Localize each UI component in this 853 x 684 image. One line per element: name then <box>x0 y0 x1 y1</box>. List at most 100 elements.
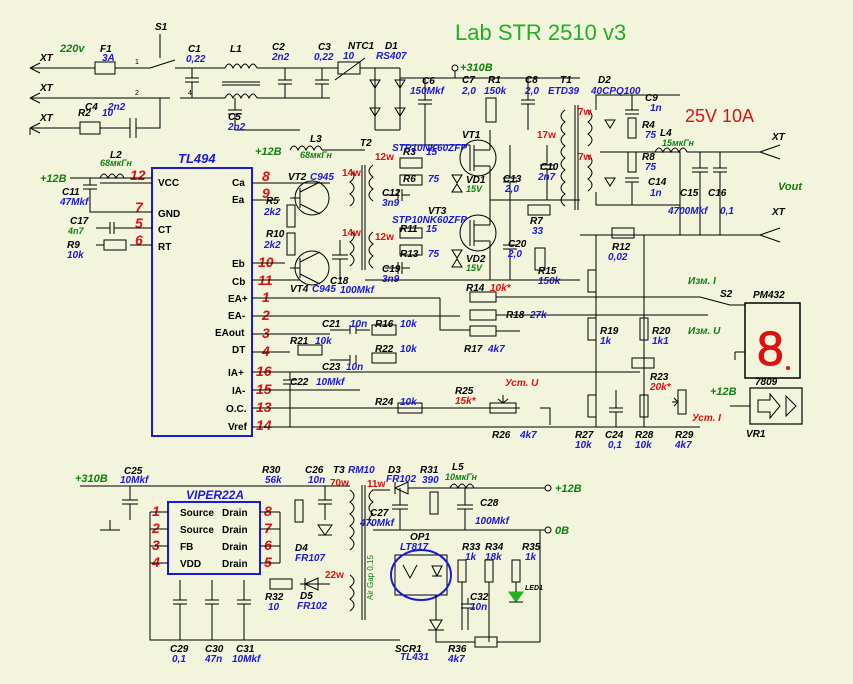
r24-val: 10k <box>400 397 417 408</box>
l1-ref: L1 <box>230 44 242 55</box>
tl494-pin-num: 2 <box>261 307 270 323</box>
c21-val: 10n <box>350 319 367 330</box>
r14-val: 10k* <box>490 283 512 294</box>
s2-label: S2 <box>720 289 733 300</box>
t1-winding-sec1: 7w <box>578 107 592 118</box>
c12-ref: C12 <box>382 188 401 199</box>
tl494-pin-num: 16 <box>256 363 272 379</box>
aux-supply: +310B C25 10Mkf VIPER22A 1 Source 2 Sour… <box>75 465 400 665</box>
op1-ref: OP1 <box>410 532 430 543</box>
tl494-pin-label: DT <box>232 345 245 356</box>
t1-winding-sec2: 7w <box>578 152 592 163</box>
xt1-label: XT <box>39 53 54 64</box>
r34-val: 18k <box>485 552 502 563</box>
tl494-pin-num: 15 <box>256 381 272 397</box>
r8-ref: R8 <box>642 152 655 163</box>
l2-ref: L2 <box>110 150 122 161</box>
l4-val: 15мкГн <box>662 138 695 148</box>
c20-val: 2,0 <box>507 249 522 260</box>
tl494-pin-label: O.C. <box>226 404 247 415</box>
v12-net-a: +12B <box>40 173 67 185</box>
c23-ref: C23 <box>322 362 341 373</box>
l5-val: 10мкГн <box>445 472 478 482</box>
r35-val: 1k <box>525 552 537 563</box>
tl494-left-pins: 12 VCC 7 GND 5 CT 6 RT <box>130 167 180 253</box>
driver-stage: +12B L3 68мкГн VT2 C945 VT4 C945 R5 2k2 … <box>255 134 376 296</box>
t2-ref: T2 <box>360 138 372 149</box>
op1-val: LT817 <box>400 542 429 553</box>
d3-ref: D3 <box>388 465 401 476</box>
tl494-pin-label: Ea <box>232 195 245 206</box>
tl494-block: TL494 12 VCC 7 GND 5 CT 6 RT 8 Ca 9 Ea 1… <box>40 150 640 437</box>
d5-ref: D5 <box>300 591 313 602</box>
r10-ref: R10 <box>266 229 285 240</box>
c13-ref: C13 <box>503 174 522 185</box>
c32-ref: C32 <box>470 592 489 603</box>
mode-u-label: Изм. U <box>688 326 721 337</box>
output-rating: 25V 10A <box>685 106 754 126</box>
c24-val: 0,1 <box>608 440 622 451</box>
viper-pin-num: 1 <box>152 503 160 519</box>
c7-ref: C7 <box>462 75 475 86</box>
vt3-ref: VT3 <box>428 206 447 217</box>
c26-val: 10n <box>308 475 325 486</box>
air-gap-label: Air Gap 0.15 <box>366 555 375 600</box>
viper-pin-num: 8 <box>264 503 272 519</box>
s1-pin1: 1 <box>135 59 139 66</box>
c6-ref: C6 <box>422 76 435 87</box>
r17-val: 4k7 <box>487 344 505 355</box>
viper-name: VIPER22A <box>186 488 244 502</box>
c19-ref: C19 <box>382 264 401 275</box>
r25-ref: R25 <box>455 386 474 397</box>
r23-val: 20k* <box>649 382 672 393</box>
t2-winding-d: 12w <box>375 232 394 243</box>
t1-winding-prim: 17w <box>537 130 556 141</box>
vd2-ref: VD2 <box>466 254 486 265</box>
vout-label: Vout <box>778 181 803 193</box>
tl494-pin-num: 13 <box>256 399 272 415</box>
t2-winding-b: 14w <box>342 228 361 239</box>
meter-name: PM432 <box>753 290 785 301</box>
c1-ref: C1 <box>188 44 201 55</box>
set-u-label: Уст. U <box>505 378 539 389</box>
mains-input: XT XT XT 220v F1 3A R2 10 C4 2n2 S1 1 2 … <box>29 22 407 138</box>
vt2-ref: VT2 <box>288 172 307 183</box>
c5-val: 2n2 <box>227 122 246 133</box>
t3-val: RM10 <box>348 465 375 476</box>
d4-ref: D4 <box>295 543 308 554</box>
c20-ref: C20 <box>508 239 527 250</box>
r27-val: 10k <box>575 440 592 451</box>
r26-val: 4k7 <box>519 430 537 441</box>
viper-pin-label: Source <box>180 508 214 519</box>
tl494-pin-num: 3 <box>262 325 270 341</box>
tl494-pin-num: 8 <box>262 168 270 184</box>
scr1-ref: SCR1 <box>395 644 422 655</box>
c6-val: 150Mkf <box>410 86 446 97</box>
r6-val: 75 <box>428 174 440 185</box>
c30-ref: C30 <box>205 644 224 655</box>
c18-ref: C18 <box>330 276 349 287</box>
meter-body <box>744 302 801 379</box>
hv-net-label: +310B <box>460 62 493 74</box>
s1-pin2: 2 <box>135 90 139 97</box>
c9-val: 1n <box>650 103 662 114</box>
c3-ref: C3 <box>318 42 331 53</box>
viper-pin-num: 3 <box>152 537 160 553</box>
r23-ref: R23 <box>650 372 669 383</box>
t1-transformer: T1 ETD39 17w 7w 7w <box>537 75 593 210</box>
viper-pin-label: VDD <box>180 559 201 570</box>
tl494-pin-label: IA- <box>232 386 245 397</box>
meter-section: R19 1k R20 1k1 Изм. I Изм. U S2 PM432 8 … <box>575 235 803 451</box>
l3-val: 68мкГн <box>300 150 333 160</box>
r17-ref: R17 <box>464 344 483 355</box>
viper-pin-label: FB <box>180 542 193 553</box>
tl494-pin-num: 7 <box>135 199 144 215</box>
t3-winding-aux: 22w <box>325 570 344 581</box>
viper-pin-num: 2 <box>151 520 160 536</box>
d2-val: 40CPQ100 <box>590 86 641 97</box>
viper-pin-label: Drain <box>222 542 248 553</box>
feedback-network: R14 10k* R18 27k R17 4k7 C21 10n R16 10k… <box>283 283 700 441</box>
vd2-val: 15V <box>466 263 483 273</box>
r13-val: 75 <box>428 249 440 260</box>
viper-body <box>167 501 261 575</box>
